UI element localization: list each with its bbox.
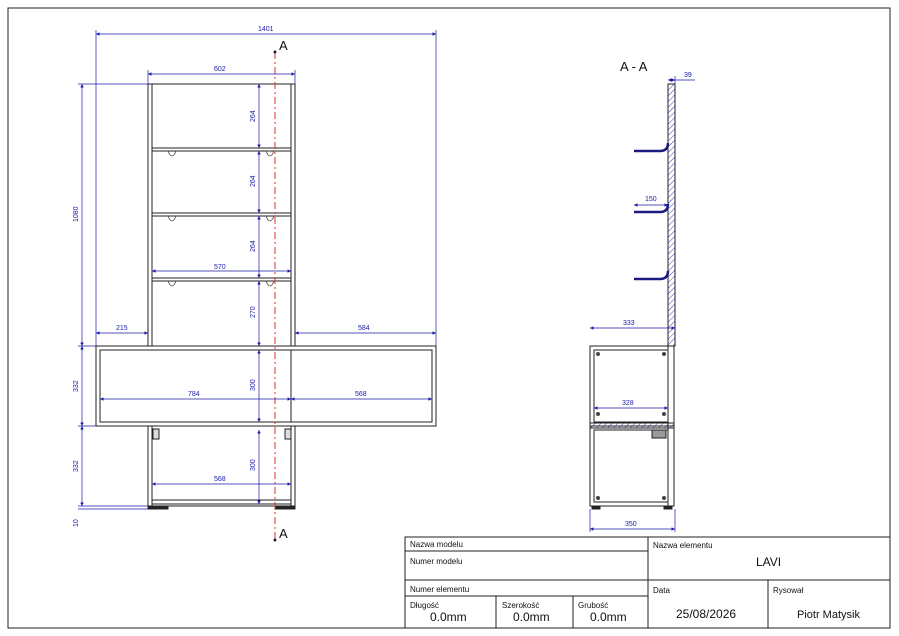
- model-number-label: Numer modelu: [410, 557, 462, 566]
- middle-box-outline: [95, 345, 437, 427]
- section-shelves: [634, 142, 670, 281]
- width-value: 0.0mm: [513, 610, 550, 624]
- foot-right: [274, 505, 296, 510]
- dim-mid-right-width: 568: [355, 391, 367, 398]
- thickness-value: 0.0mm: [590, 610, 627, 624]
- dim-shelf-1: 264: [250, 110, 257, 122]
- title-block: [404, 536, 891, 629]
- lower-cabinet-outline: [147, 425, 296, 507]
- dim-overall-width: 1401: [258, 26, 274, 33]
- dim-low-width: 568: [214, 476, 226, 483]
- front-dimensions: [78, 30, 437, 510]
- shelf-hook-icons: [167, 150, 275, 287]
- dim-shelf-2: 264: [250, 175, 257, 187]
- dim-inner-width: 570: [214, 264, 226, 271]
- title-block-text: Nazwa modelu Numer modelu Numer elementu…: [410, 540, 860, 624]
- section-dimension-labels: 39 150 333 328 350: [622, 72, 692, 528]
- dim-lower-depth: 350: [625, 521, 637, 528]
- front-view: [95, 83, 437, 510]
- section-marker-bottom: A: [279, 526, 288, 541]
- element-name-value: LAVI: [756, 555, 781, 569]
- thickness-label: Grubość: [578, 601, 608, 610]
- element-number-label: Numer elementu: [410, 585, 469, 594]
- dim-mid-inner: 300: [250, 379, 257, 391]
- dim-low-inner: 300: [250, 459, 257, 471]
- dim-low-height: 332: [73, 460, 80, 472]
- dim-top-width: 602: [214, 66, 226, 73]
- front-dimension-labels: 1401 602 1080 332 332 10 264 264 264 270…: [73, 26, 370, 527]
- date-value: 25/08/2026: [676, 607, 736, 621]
- section-lower-box: [589, 425, 675, 507]
- shelves: [151, 147, 292, 282]
- dim-right-offset: 584: [358, 325, 370, 332]
- dim-inner-depth: 328: [622, 400, 634, 407]
- section-line: [273, 50, 277, 542]
- section-dimensions: [589, 76, 695, 532]
- dim-back-thickness: 39: [684, 72, 692, 79]
- width-label: Szerokość: [502, 601, 539, 610]
- length-label: Długość: [410, 601, 439, 610]
- dim-height-upper: 1080: [73, 206, 80, 222]
- date-label: Data: [653, 586, 670, 595]
- section-view: [589, 83, 676, 510]
- back-panel: [667, 83, 676, 347]
- section-upper-box: [589, 345, 675, 427]
- section-marker-top: A: [279, 38, 288, 53]
- dim-shelf-3: 264: [250, 240, 257, 252]
- drawn-by-label: Rysował: [773, 586, 803, 595]
- dim-left-offset: 215: [116, 325, 128, 332]
- dim-shelf-4: 270: [250, 306, 257, 318]
- dim-upper-depth: 333: [623, 320, 635, 327]
- dim-mid-height: 332: [73, 380, 80, 392]
- model-name-label: Nazwa modelu: [410, 540, 463, 549]
- dim-shelf-depth: 150: [645, 196, 657, 203]
- drawn-by-value: Piotr Matysik: [797, 609, 860, 621]
- dim-mid-left-width: 784: [188, 391, 200, 398]
- dim-foot: 10: [73, 519, 80, 527]
- length-value: 0.0mm: [430, 610, 467, 624]
- hinge-icon: [651, 429, 667, 439]
- upper-cabinet-outline: [147, 83, 296, 347]
- section-view-title: A - A: [620, 59, 648, 74]
- sheet-frame: [7, 7, 891, 629]
- foot-left: [147, 505, 169, 510]
- element-name-label: Nazwa elementu: [653, 541, 713, 550]
